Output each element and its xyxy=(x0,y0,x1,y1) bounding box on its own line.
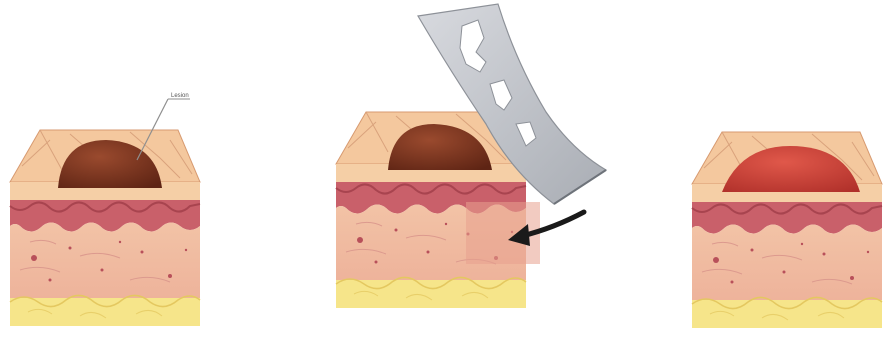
panel-after xyxy=(692,132,882,328)
callout-label: Lesion xyxy=(171,93,189,99)
panel-before xyxy=(10,130,200,326)
